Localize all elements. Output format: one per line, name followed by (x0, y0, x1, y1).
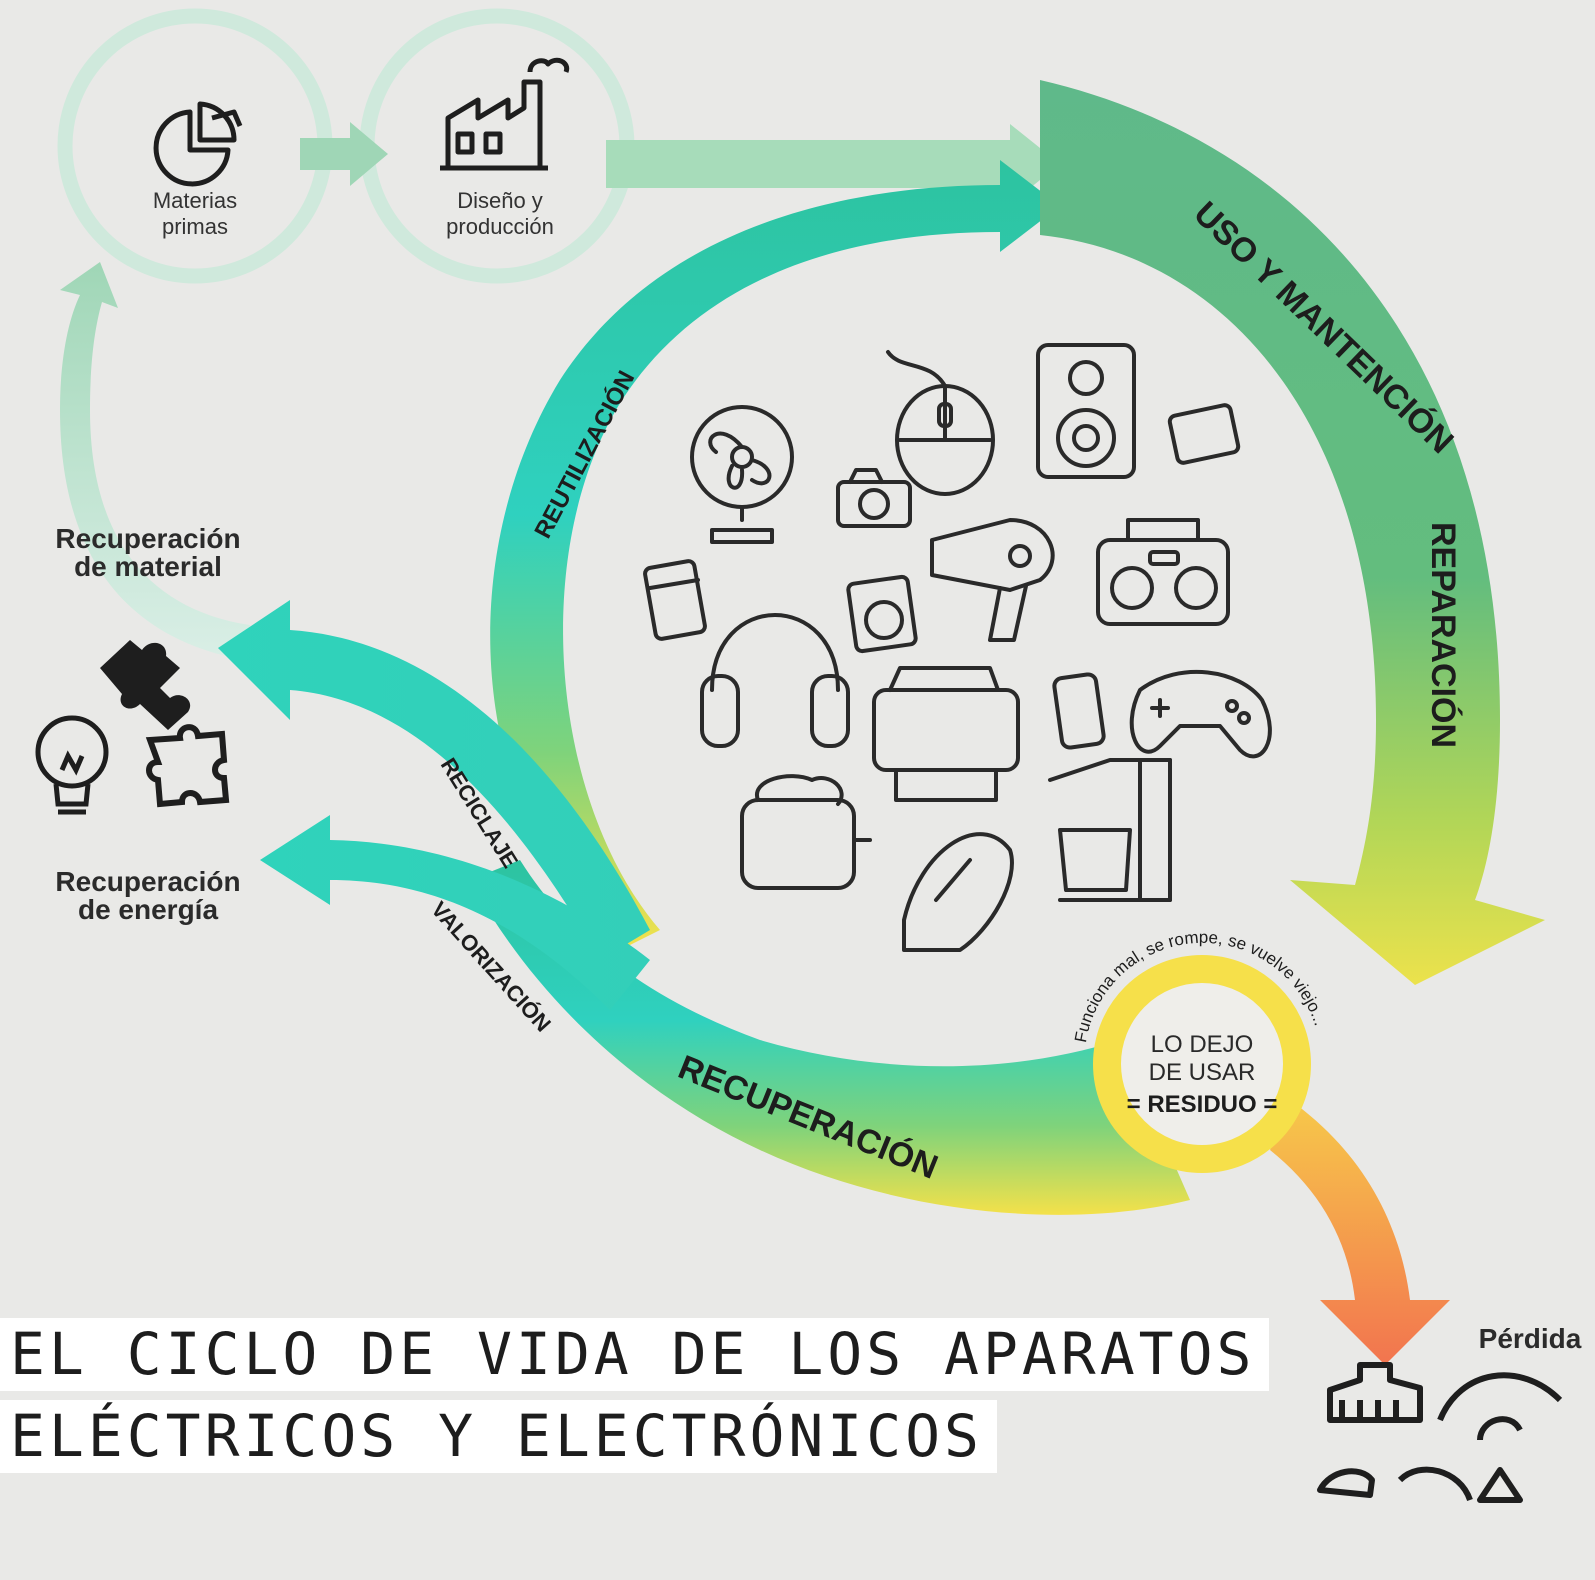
design-to-use-arrow (606, 124, 1060, 204)
mini-tv-icon (1167, 403, 1241, 465)
toaster-icon (740, 774, 872, 890)
computer-mouse-icon (886, 350, 995, 496)
raw-materials-label-2: primas (162, 214, 228, 239)
iron-icon (902, 832, 1014, 952)
loss-label: Pérdida (1479, 1323, 1582, 1354)
energy-recovery-line-2: de energía (77, 894, 219, 925)
loss-arrow (1270, 1100, 1450, 1365)
title-line-2: ELÉCTRICOS Y ELECTRÓNICOS (0, 1400, 997, 1473)
recycling-arrow (218, 600, 650, 960)
game-controller-icon (1129, 669, 1272, 759)
material-recovery-line-1: Recuperación (55, 523, 241, 554)
design-label-2: producción (446, 214, 554, 239)
use-repair-arrow (1040, 80, 1545, 985)
headphones-icon (700, 613, 850, 748)
waste-circle (1093, 955, 1311, 1173)
refrigerator-icon (643, 559, 707, 641)
energy-recovery-line-1: Recuperación (55, 866, 241, 897)
light-bulb-icon (35, 715, 109, 815)
material-recovery-label: Recuperación de material (30, 525, 266, 581)
material-recovery-line-2: de material (74, 551, 222, 582)
repair-label: REPARACIÓN (1424, 522, 1462, 748)
waste-label: = RESIDUO = (1127, 1091, 1278, 1118)
stop-using-label-1: LO DEJO (1151, 1031, 1254, 1058)
reuse-arrow (490, 160, 1060, 950)
puzzle-icon (100, 640, 230, 808)
material-return-arrow (60, 262, 250, 660)
landfill-icon (1317, 1362, 1563, 1503)
speaker-icon (1036, 343, 1136, 479)
stop-using-label-2: DE USAR (1149, 1059, 1256, 1086)
design-label-1: Diseño y (457, 188, 543, 213)
title-line-1: EL CICLO DE VIDA DE LOS APARATOS (0, 1318, 1270, 1391)
camera-icon (836, 468, 912, 528)
washing-machine-icon (846, 574, 918, 654)
factory-icon (440, 57, 570, 171)
energy-recovery-label: Recuperación de energía (30, 868, 266, 924)
boombox-icon (1096, 518, 1230, 626)
printer-icon (872, 666, 1020, 802)
recovery-arrow (470, 860, 1190, 1215)
coffee-maker-icon (1048, 758, 1172, 902)
phone-icon (1052, 672, 1106, 750)
pie-chart-icon (153, 101, 243, 187)
hair-dryer-icon (930, 518, 1055, 642)
raw-to-design-arrow (300, 122, 388, 186)
fan-icon (690, 405, 794, 544)
raw-materials-label-1: Materias (153, 188, 237, 213)
valorization-arrow (260, 815, 650, 1010)
